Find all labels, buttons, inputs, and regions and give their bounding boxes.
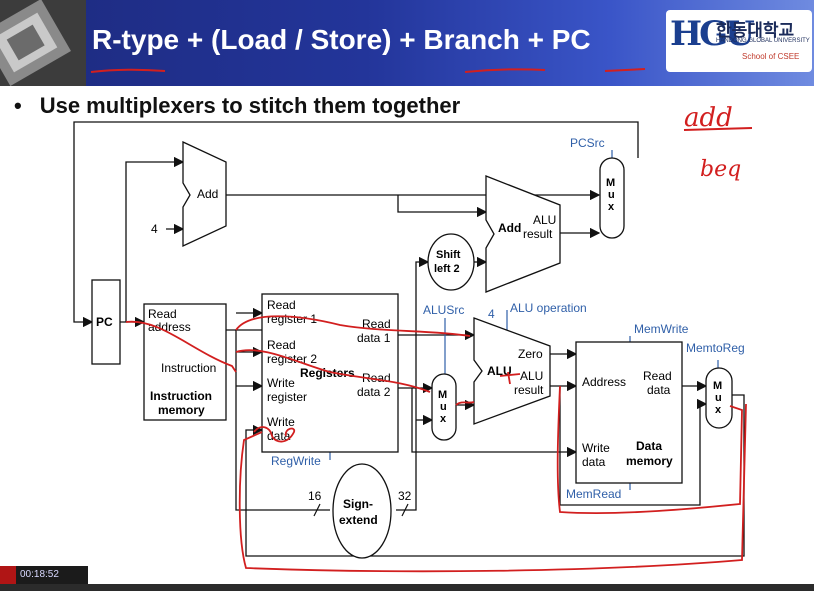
memtoreg-label: MemtoReg [686, 341, 745, 355]
imem-read-1: Read [148, 307, 177, 321]
bullet-dot: • [14, 93, 22, 118]
university-logo: HGU 한동대학교 HANDONG GLOBAL UNIVERSITY Scho… [666, 10, 812, 72]
reg-write-b: register [267, 390, 307, 404]
bullet-text: Use multiplexers to stitch them together [39, 93, 461, 118]
pc-adder-label: Add [197, 187, 218, 201]
dmem-wdata-1: Write [582, 441, 610, 455]
pcsrc-mux-x: x [608, 201, 615, 213]
memtoreg-mux [705, 367, 733, 429]
record-icon [0, 566, 16, 584]
memtoreg-mux-m: M [713, 380, 722, 392]
read-data2-b: data 2 [357, 385, 391, 399]
alusrc-mux-x: x [440, 413, 447, 425]
sign-label-2: extend [339, 513, 378, 527]
handwritten-underline [683, 127, 753, 131]
main-alu [473, 317, 551, 425]
pcsrc-mux-u: u [608, 189, 615, 201]
shift-label-2: left 2 [434, 263, 460, 275]
logo-korean: 한동대학교 [716, 21, 795, 40]
read-data2-a: Read [362, 371, 391, 385]
cpu-chip-image [0, 0, 86, 86]
pc-label: PC [96, 315, 113, 329]
alusrc-mux [431, 373, 457, 441]
reg-wdata-a: Write [267, 415, 295, 429]
branch-alu-label-2: result [523, 227, 553, 241]
bullet-point: • Use multiplexers to stitch them togethe… [14, 93, 460, 119]
bus-width-ticks [313, 503, 409, 517]
alu-result-1: ALU [520, 369, 543, 383]
zero-label: Zero [518, 347, 543, 361]
recording-timer: 00:18:52 [0, 566, 88, 584]
logo-school: School of CSEE [742, 52, 800, 61]
title-underline-ink [90, 68, 646, 73]
alusrc-label: ALUSrc [423, 303, 464, 317]
read-data1-a: Read [362, 317, 391, 331]
alu-result-2: result [514, 383, 544, 397]
sign-extend [332, 463, 392, 559]
dmem-address: Address [582, 375, 626, 389]
const-four: 4 [151, 222, 158, 236]
logo-mark: HGU [670, 14, 755, 54]
wires [73, 121, 745, 557]
memtoreg-mux-u: u [715, 392, 722, 404]
dmem-name-2: memory [626, 454, 673, 468]
handwritten-beq: beq [700, 157, 741, 182]
read-data1-b: data 1 [357, 331, 391, 345]
alusrc-mux-m: M [438, 389, 447, 401]
memtoreg-mux-x: x [715, 404, 722, 416]
sign-label-1: Sign- [343, 497, 373, 511]
instruction-memory [143, 303, 227, 421]
imem-read-2: address [148, 320, 191, 334]
alu-label: ALU [487, 364, 512, 378]
shift-left-2 [427, 233, 475, 291]
dmem-read-2: data [647, 383, 671, 397]
pcsrc-label: PCSrc [570, 136, 605, 150]
register-file [261, 293, 399, 453]
pc-register [91, 279, 121, 365]
pc-adder [182, 140, 227, 248]
logo-english: HANDONG GLOBAL UNIVERSITY [716, 38, 810, 44]
dmem-wdata-2: data [582, 455, 606, 469]
dmem-name-1: Data [636, 439, 662, 453]
bottom-strip [0, 584, 814, 591]
data-memory [575, 341, 683, 484]
alu-operation-label: ALU operation [510, 301, 587, 315]
reg-wdata-b: data [267, 429, 291, 443]
imem-instruction: Instruction [161, 361, 216, 375]
registers-label: Registers [300, 366, 355, 380]
branch-adder-label: Add [498, 221, 521, 235]
slide-title: R-type + (Load / Store) + Branch + PC [92, 24, 591, 55]
alu-op-4: 4 [488, 307, 495, 321]
reg-write-a: Write [267, 376, 295, 390]
recording-time: 00:18:52 [20, 569, 59, 580]
imem-name-2: memory [158, 403, 205, 417]
regwrite-label: RegWrite [271, 454, 321, 468]
title-banner: R-type + (Load / Store) + Branch + PC HG… [0, 0, 814, 86]
memwrite-label: MemWrite [634, 322, 689, 336]
dmem-read-1: Read [643, 369, 672, 383]
branch-alu-label-1: ALU [533, 213, 556, 227]
pcsrc-mux [599, 157, 625, 239]
bits-32: 32 [398, 489, 412, 503]
memread-label: MemRead [566, 487, 621, 501]
pcsrc-mux-m: M [606, 177, 615, 189]
alusrc-mux-u: u [440, 401, 447, 413]
branch-adder [485, 175, 561, 293]
reg-read1-a: Read [267, 298, 296, 312]
imem-name-1: Instruction [150, 389, 212, 403]
shift-label-1: Shift [436, 249, 461, 261]
reg-read2-a: Read [267, 338, 296, 352]
handwritten-ink [125, 315, 747, 573]
bits-16: 16 [308, 489, 322, 503]
